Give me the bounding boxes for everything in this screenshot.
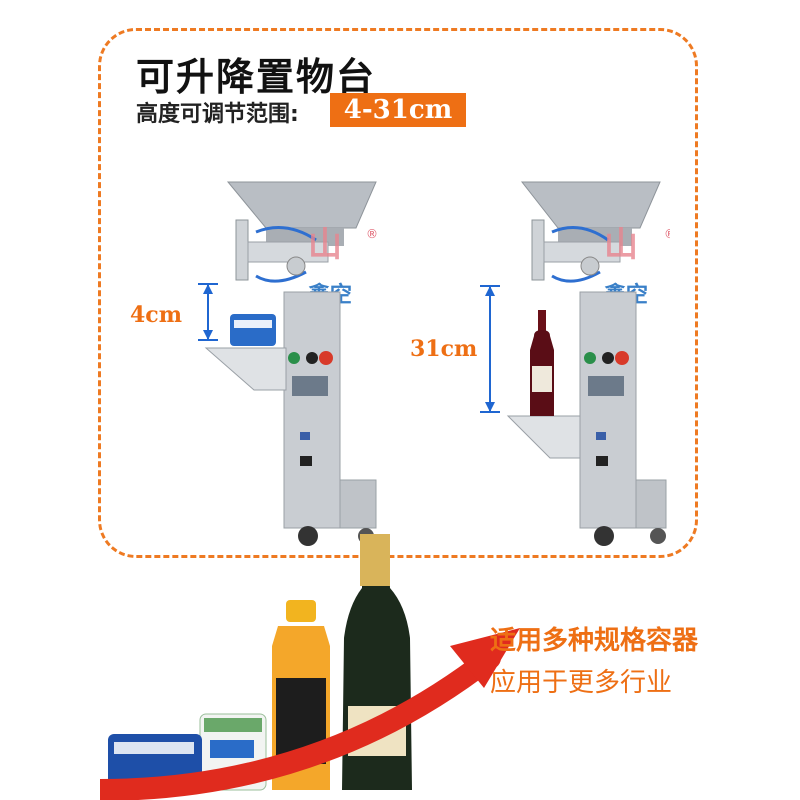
svg-text:®: ® xyxy=(664,227,670,241)
svg-text:山: 山 xyxy=(308,225,342,265)
page-title: 可升降置物台 xyxy=(136,55,377,99)
range-badge: 4-31cm xyxy=(330,93,466,127)
machine-right-illustration: 山 鑫空 ® xyxy=(480,181,670,546)
range-label: 高度可调节范围: xyxy=(136,102,299,127)
containers-illustration xyxy=(100,534,520,800)
dashed-frame xyxy=(98,28,698,558)
dimension-label-31cm: 31cm xyxy=(410,336,478,362)
svg-text:®: ® xyxy=(366,227,378,241)
caption-line-1: 适用多种规格容器 xyxy=(490,626,699,656)
dimension-label-4cm: 4cm xyxy=(130,302,182,328)
caption-line-2: 应用于更多行业 xyxy=(490,668,673,698)
svg-text:山: 山 xyxy=(604,225,638,265)
machine-left-illustration: 山 鑫空 ® xyxy=(198,181,378,546)
